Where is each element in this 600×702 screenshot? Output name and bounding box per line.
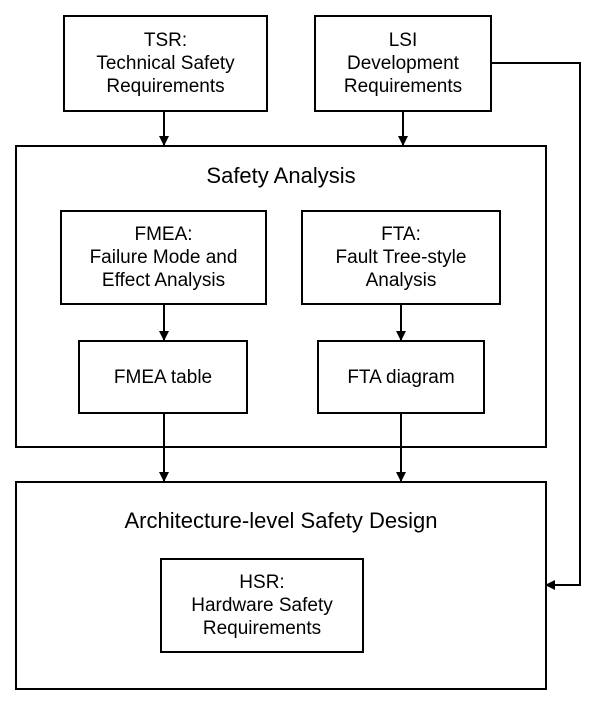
tsr-line-1: TSR: (143, 30, 188, 51)
fta-diagram-box: FTA diagram (317, 340, 485, 414)
fta-box: FTA: Fault Tree-style Analysis (301, 210, 501, 305)
tsr-line-2: Technical Safety (96, 53, 235, 74)
architecture-title: Architecture-level Safety Design (124, 508, 438, 533)
lsi-box: LSI Development Requirements (314, 15, 492, 112)
tsr-box: TSR: Technical Safety Requirements (63, 15, 268, 112)
safety-analysis-title: Safety Analysis (206, 163, 356, 188)
fta-line-2: Fault Tree-style (335, 247, 467, 268)
hsr-line-3: Requirements (202, 618, 322, 639)
lsi-line-3: Requirements (343, 76, 463, 97)
hsr-box: HSR: Hardware Safety Requirements (160, 558, 364, 653)
fta-line-3: Analysis (365, 270, 437, 291)
fmea-table-box: FMEA table (78, 340, 248, 414)
lsi-line-1: LSI (388, 30, 418, 51)
fmea-box: FMEA: Failure Mode and Effect Analysis (60, 210, 267, 305)
hsr-line-1: HSR: (239, 572, 285, 593)
fmea-table-label: FMEA table (113, 366, 213, 388)
fta-diagram-label: FTA diagram (347, 366, 455, 388)
fta-line-1: FTA: (381, 224, 421, 245)
arrow-lsi-to-architecture (492, 62, 581, 590)
hsr-line-2: Hardware Safety (191, 595, 333, 616)
lsi-line-2: Development (347, 53, 459, 74)
fmea-line-1: FMEA: (134, 224, 193, 245)
architecture-container: Architecture-level Safety Design (15, 481, 547, 690)
tsr-line-3: Requirements (106, 76, 225, 97)
safety-analysis-container: Safety Analysis (15, 145, 547, 448)
fmea-line-3: Effect Analysis (101, 270, 226, 291)
fmea-line-2: Failure Mode and (89, 247, 238, 268)
